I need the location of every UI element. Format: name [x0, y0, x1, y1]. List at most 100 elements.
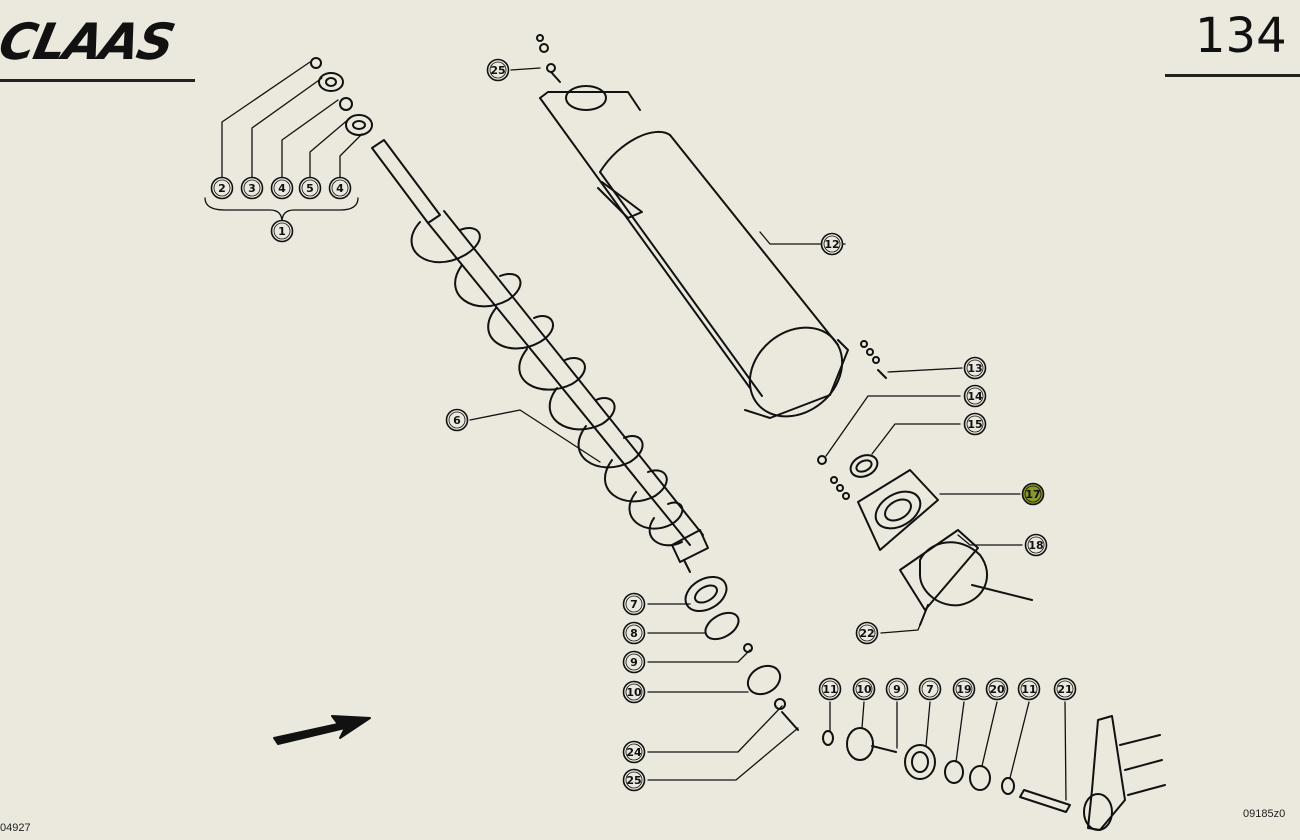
- callout-label: 7: [926, 683, 934, 696]
- callout-circle: [985, 677, 1009, 701]
- callout-label: 19: [956, 683, 971, 696]
- callout-c19: 19: [952, 677, 976, 701]
- callout-label: 8: [630, 627, 638, 640]
- callout-label: 9: [630, 656, 638, 669]
- callout-inner-ring: [213, 179, 231, 197]
- callout-c18: 18: [1024, 533, 1048, 557]
- callout-inner-ring: [625, 653, 643, 671]
- callout-label: 15: [967, 418, 982, 431]
- callout-circle: [918, 677, 942, 701]
- tube-housing: [536, 34, 849, 419]
- callout-circle: [622, 680, 646, 704]
- callout-inner-ring: [625, 624, 643, 642]
- callout-label: 2: [218, 182, 226, 195]
- callout-inner-ring: [625, 595, 643, 613]
- callout-circle: [622, 650, 646, 674]
- callout-label: 12: [824, 238, 839, 251]
- callout-circle: [852, 677, 876, 701]
- callout-label: 6: [453, 414, 461, 427]
- callout-label: 13: [967, 362, 982, 375]
- callout-c12: 12: [820, 232, 844, 256]
- callout-circle: [1053, 677, 1077, 701]
- callout-inner-ring: [1027, 536, 1045, 554]
- page-number: 134: [1195, 8, 1287, 64]
- callout-circle: [210, 176, 234, 200]
- callout-c10b: 10: [852, 677, 876, 701]
- callout-c8: 8: [622, 621, 646, 645]
- callout-c2: 2: [210, 176, 234, 200]
- callout-c25b: 25: [622, 768, 646, 792]
- callout-inner-ring: [625, 771, 643, 789]
- callout-c10: 10: [622, 680, 646, 704]
- callout-label: 3: [248, 182, 256, 195]
- callout-c13: 13: [963, 356, 987, 380]
- callout-circle: [240, 176, 264, 200]
- leaders-top-left: [204, 61, 363, 223]
- callout-c3: 3: [240, 176, 264, 200]
- callout-c1: 1: [270, 219, 294, 243]
- callout-inner-ring: [331, 179, 349, 197]
- callout-circle: [270, 176, 294, 200]
- callout-inner-ring: [823, 235, 841, 253]
- callout-c11b: 11: [1017, 677, 1041, 701]
- callout-inner-ring: [955, 680, 973, 698]
- callout-inner-ring: [966, 415, 984, 433]
- shaft-end-parts: [684, 575, 799, 731]
- callout-label: 14: [967, 390, 983, 403]
- callout-label: 20: [989, 683, 1005, 696]
- page-number-underline: [1165, 74, 1300, 77]
- callout-inner-ring: [301, 179, 319, 197]
- drawing-code: 09185z0: [1243, 808, 1286, 820]
- callout-c24: 24: [622, 740, 646, 764]
- brand-underline: [0, 79, 195, 82]
- callout-inner-ring: [448, 411, 466, 429]
- callout-label: 10: [856, 683, 872, 696]
- callout-c15: 15: [963, 412, 987, 436]
- callout-inner-ring: [858, 624, 876, 642]
- callout-circle: [445, 408, 469, 432]
- callout-circle: [622, 592, 646, 616]
- callout-c25a: 25: [486, 58, 510, 82]
- callout-label: 18: [1028, 539, 1043, 552]
- callout-label: 21: [1057, 683, 1072, 696]
- callout-circle: [1017, 677, 1041, 701]
- callout-inner-ring: [821, 680, 839, 698]
- callout-c21: 21: [1053, 677, 1077, 701]
- callout-label: 4: [278, 182, 286, 195]
- callout-label: 17: [1025, 488, 1040, 501]
- callout-circle: [963, 412, 987, 436]
- callout-label: 10: [626, 686, 642, 699]
- callout-c17: 17: [1021, 482, 1045, 506]
- callout-label: 5: [306, 182, 314, 195]
- callout-c11a: 11: [818, 677, 842, 701]
- callout-circle: [622, 740, 646, 764]
- direction-arrow: [273, 715, 371, 745]
- callout-label: 1: [278, 225, 286, 238]
- callout-inner-ring: [921, 680, 939, 698]
- callout-label: 7: [630, 598, 638, 611]
- callout-circle: [952, 677, 976, 701]
- callout-inner-ring: [273, 179, 291, 197]
- callout-leaders: [469, 67, 1067, 801]
- callout-label: 4: [336, 182, 344, 195]
- callout-label: 24: [626, 746, 642, 759]
- callout-circle: [963, 384, 987, 408]
- callout-circle: [818, 677, 842, 701]
- callout-circle: [1024, 533, 1048, 557]
- drive-chain-parts: [822, 715, 1166, 831]
- callout-inner-ring: [625, 683, 643, 701]
- fastener-set-top-left: [310, 57, 373, 136]
- callout-circle: [270, 219, 294, 243]
- callout-c6: 6: [445, 408, 469, 432]
- callout-c20: 20: [985, 677, 1009, 701]
- callout-c4b: 4: [328, 176, 352, 200]
- callout-c5: 5: [298, 176, 322, 200]
- callout-label: 9: [893, 683, 901, 696]
- callout-inner-ring: [966, 387, 984, 405]
- callout-c7b: 7: [918, 677, 942, 701]
- callout-label: 22: [859, 627, 874, 640]
- callout-circle: [622, 768, 646, 792]
- callout-inner-ring: [489, 61, 507, 79]
